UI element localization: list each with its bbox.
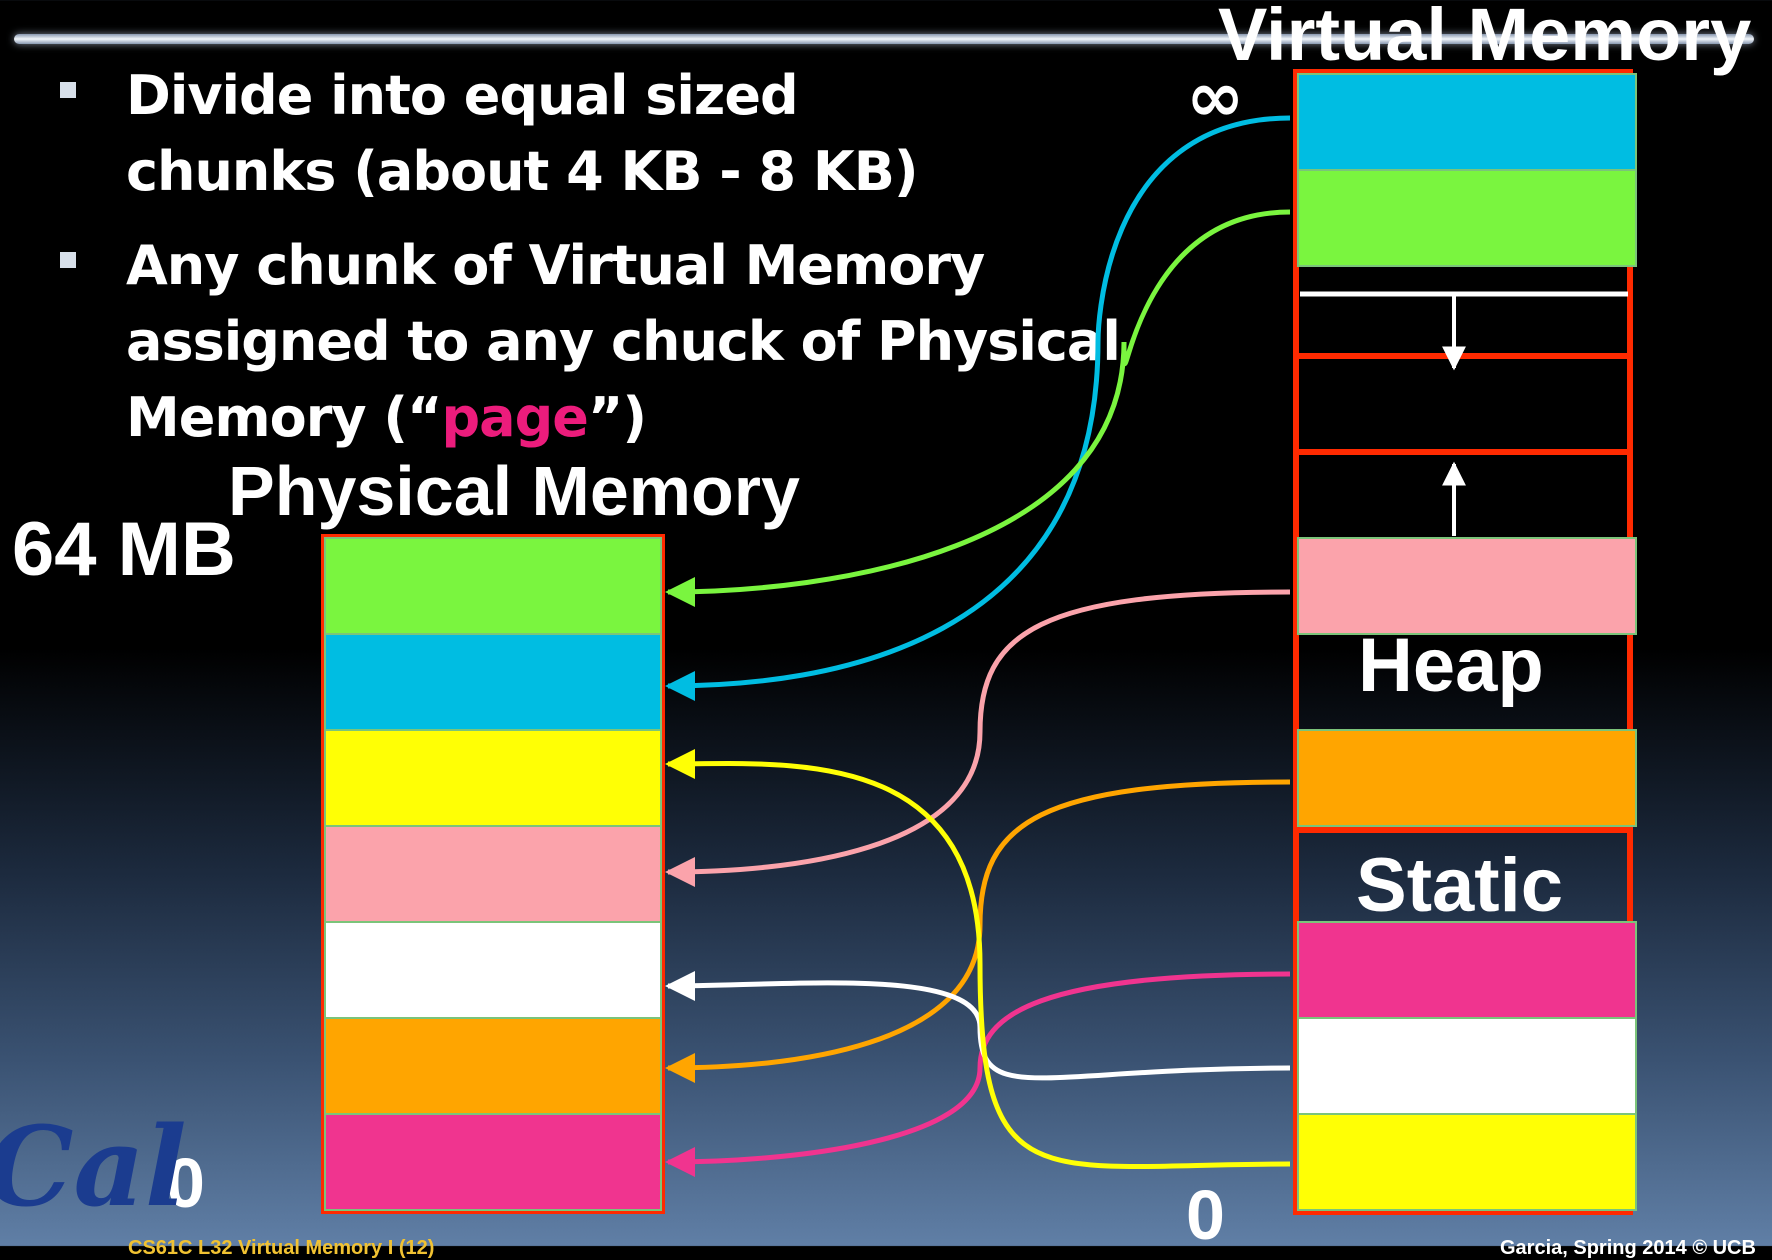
heap-label: Heap xyxy=(1358,623,1544,708)
physical-page-green xyxy=(324,537,662,635)
bullet-line: chunks (about 4 KB - 8 KB) xyxy=(126,140,919,203)
page-term: page xyxy=(441,386,589,449)
physical-page-white xyxy=(324,921,662,1019)
footer-course: CS61C L32 Virtual Memory I (12) xyxy=(128,1237,435,1259)
virtual-zero-label: 0 xyxy=(1186,1176,1225,1254)
virtual-page-blue xyxy=(1297,73,1637,171)
mapping-arrow-blue xyxy=(665,115,1291,701)
physical-page-orange xyxy=(324,1017,662,1115)
title-rule xyxy=(14,34,1754,44)
virtual-frame xyxy=(1293,69,1633,1215)
virtual-page-yellow xyxy=(1297,1113,1637,1211)
bullet-line-suffix: ”) xyxy=(587,386,647,449)
mapping-arrows xyxy=(665,115,1291,1177)
bullet-line: assigned to any chuck of Physical xyxy=(126,310,1121,373)
bullet-item-chunks: Divide into equal sized chunks (about 4 … xyxy=(56,58,1120,210)
bullet-line-prefix: Memory (“ xyxy=(126,386,443,449)
physical-page-light-pink xyxy=(324,825,662,923)
cal-logo: Cal xyxy=(0,1102,187,1231)
physical-frame xyxy=(321,534,665,1214)
mapping-arrow-light-pink xyxy=(665,589,1291,887)
virtual-page-light-pink xyxy=(1297,537,1637,635)
physical-size-label: 64 MB xyxy=(12,507,236,592)
virtual-page-white xyxy=(1297,1017,1637,1115)
physical-page-yellow xyxy=(324,729,662,827)
virtual-page-green xyxy=(1297,169,1637,267)
bullet-line: Divide into equal sized xyxy=(126,64,799,127)
infinity-label: ∞ xyxy=(1186,56,1245,138)
bullet-marker xyxy=(60,252,76,268)
bullet-line: Any chunk of Virtual Memory xyxy=(126,234,985,297)
physical-page-blue xyxy=(324,633,662,731)
physical-zero-label: 0 xyxy=(166,1144,205,1222)
virtual-pages xyxy=(1297,73,1637,1211)
physical-page-magenta xyxy=(324,1113,662,1211)
mapping-arrow-green xyxy=(665,209,1291,607)
virtual-memory-title: Virtual Memory xyxy=(1218,0,1752,76)
virtual-page-orange xyxy=(1297,729,1637,827)
footer-credit: Garcia, Spring 2014 © UCB xyxy=(1500,1237,1756,1259)
mapping-arrow-magenta xyxy=(665,971,1291,1177)
mapping-arrow-yellow xyxy=(665,748,1291,1169)
bullet-list: Divide into equal sized chunks (about 4 … xyxy=(56,58,1121,474)
bullet-item-mapping: Any chunk of Virtual Memory assigned to … xyxy=(56,228,1121,456)
virtual-page-magenta xyxy=(1297,921,1637,1019)
physical-pages xyxy=(324,537,662,1211)
static-label: Static xyxy=(1356,843,1563,928)
bullet-marker xyxy=(60,82,76,98)
physical-memory-title: Physical Memory xyxy=(228,452,800,530)
